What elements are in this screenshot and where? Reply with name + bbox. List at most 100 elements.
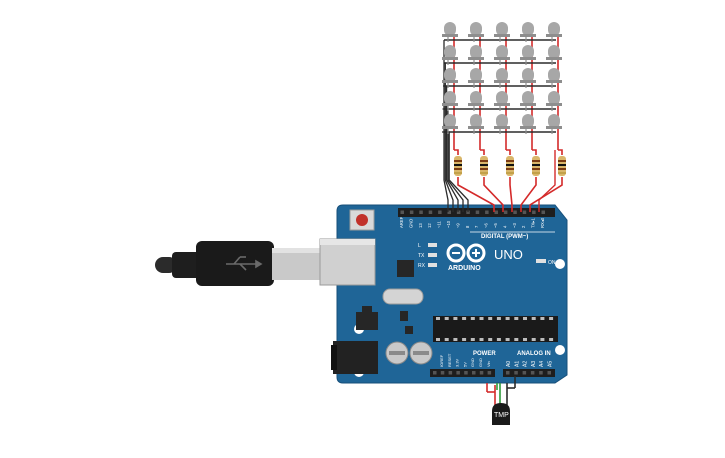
resistor-wire[interactable] bbox=[480, 149, 485, 155]
header-pin[interactable] bbox=[466, 210, 470, 215]
matrix-led[interactable] bbox=[468, 91, 484, 111]
usb-port bbox=[319, 238, 376, 286]
header-pin[interactable] bbox=[456, 210, 461, 215]
matrix-led[interactable] bbox=[442, 45, 458, 65]
matrix-led[interactable] bbox=[520, 22, 536, 42]
resistor[interactable] bbox=[532, 156, 540, 176]
header-pin[interactable] bbox=[433, 371, 437, 375]
header-pin[interactable] bbox=[409, 210, 414, 215]
header-pin[interactable] bbox=[472, 371, 476, 375]
row-bus-wire[interactable] bbox=[443, 85, 459, 212]
matrix-led[interactable] bbox=[520, 114, 536, 134]
matrix-led[interactable] bbox=[442, 68, 458, 88]
header-pin[interactable] bbox=[428, 210, 433, 215]
header-pin[interactable] bbox=[506, 371, 510, 375]
matrix-led[interactable] bbox=[546, 68, 562, 88]
analog-label: ANALOG IN bbox=[517, 351, 551, 357]
header-pin[interactable] bbox=[541, 210, 546, 215]
matrix-led[interactable] bbox=[520, 91, 536, 111]
matrix-led[interactable] bbox=[546, 114, 562, 134]
status-led bbox=[428, 253, 437, 257]
header-pin[interactable] bbox=[522, 371, 527, 375]
reset-button[interactable] bbox=[349, 209, 375, 231]
header-pin[interactable] bbox=[456, 371, 460, 375]
matrix-led[interactable] bbox=[494, 45, 510, 65]
header-pin[interactable] bbox=[440, 371, 445, 375]
header-pin[interactable] bbox=[448, 371, 453, 375]
usb-chip bbox=[397, 260, 414, 277]
voltage-regulator bbox=[356, 306, 378, 330]
header-pin[interactable] bbox=[530, 371, 535, 375]
resistor[interactable] bbox=[558, 156, 566, 176]
resistor[interactable] bbox=[506, 156, 514, 176]
matrix-led[interactable] bbox=[442, 22, 458, 42]
header-pin[interactable] bbox=[475, 210, 480, 215]
resistor-wire[interactable] bbox=[532, 149, 537, 155]
power-pin-label: RESET bbox=[447, 353, 452, 367]
digital-pin-label: ~6 bbox=[484, 223, 489, 228]
matrix-led[interactable] bbox=[520, 68, 536, 88]
digital-pin-label: 8 bbox=[465, 225, 470, 228]
pin-wire[interactable] bbox=[538, 150, 556, 212]
analog-pin-label: A2 bbox=[523, 361, 529, 367]
header-pin[interactable] bbox=[438, 210, 442, 215]
header-pin[interactable] bbox=[464, 371, 468, 375]
matrix-led[interactable] bbox=[546, 45, 562, 65]
matrix-led[interactable] bbox=[468, 22, 484, 42]
matrix-led[interactable] bbox=[442, 114, 458, 134]
resistor-wire[interactable] bbox=[506, 149, 511, 155]
pin-wire[interactable] bbox=[529, 177, 563, 212]
resistor-wire[interactable] bbox=[454, 149, 459, 155]
matrix-led[interactable] bbox=[546, 22, 562, 42]
matrix-led[interactable] bbox=[494, 114, 510, 134]
header-pin[interactable] bbox=[485, 210, 489, 215]
header-pin[interactable] bbox=[539, 371, 543, 375]
header-pin[interactable] bbox=[514, 371, 518, 375]
pin-wire[interactable] bbox=[509, 177, 513, 212]
header-pin[interactable] bbox=[547, 371, 552, 375]
matrix-led[interactable] bbox=[468, 45, 484, 65]
power-pin-label: GND bbox=[478, 358, 483, 367]
digital-pin-label: ~11 bbox=[437, 221, 442, 228]
capacitor bbox=[409, 341, 433, 365]
digital-pin-label: RX◂0 bbox=[540, 217, 545, 228]
matrix-led[interactable] bbox=[494, 22, 510, 42]
pin-wire[interactable] bbox=[483, 177, 504, 212]
row-bus-wire[interactable] bbox=[443, 40, 449, 212]
usb-cable[interactable] bbox=[155, 241, 320, 286]
row-bus-wire[interactable] bbox=[442, 131, 469, 212]
status-led-label: L bbox=[418, 243, 421, 249]
power-led bbox=[536, 259, 546, 263]
header-pin[interactable] bbox=[494, 210, 499, 215]
matrix-led[interactable] bbox=[494, 91, 510, 111]
pin-wire[interactable] bbox=[520, 177, 537, 212]
resistor[interactable] bbox=[454, 156, 462, 176]
matrix-led[interactable] bbox=[546, 91, 562, 111]
matrix-led[interactable] bbox=[494, 68, 510, 88]
temperature-sensor[interactable]: TMP bbox=[486, 376, 516, 425]
mounting-hole bbox=[555, 345, 565, 355]
header-pin[interactable] bbox=[400, 210, 405, 215]
header-pin[interactable] bbox=[447, 210, 452, 215]
row-bus-wire[interactable] bbox=[443, 62, 454, 212]
sensor-label: TMP bbox=[494, 412, 509, 419]
header-pin[interactable] bbox=[487, 371, 492, 375]
pin-wire[interactable] bbox=[457, 177, 495, 212]
matrix-led[interactable] bbox=[520, 45, 536, 65]
row-bus-wire[interactable] bbox=[442, 108, 464, 212]
header-pin[interactable] bbox=[532, 210, 536, 215]
header-pin[interactable] bbox=[503, 210, 508, 215]
matrix-led[interactable] bbox=[468, 114, 484, 134]
resistor[interactable] bbox=[480, 156, 488, 176]
header-pin[interactable] bbox=[479, 371, 484, 375]
header-pin[interactable] bbox=[419, 210, 423, 215]
matrix-led[interactable] bbox=[468, 68, 484, 88]
matrix-led[interactable] bbox=[442, 91, 458, 111]
header-pin[interactable] bbox=[513, 210, 517, 215]
header-pin[interactable] bbox=[522, 210, 527, 215]
resistor-wire[interactable] bbox=[558, 149, 563, 155]
power-pin-label: 5V bbox=[462, 362, 467, 367]
digital-pin-label: ~3 bbox=[512, 223, 517, 228]
